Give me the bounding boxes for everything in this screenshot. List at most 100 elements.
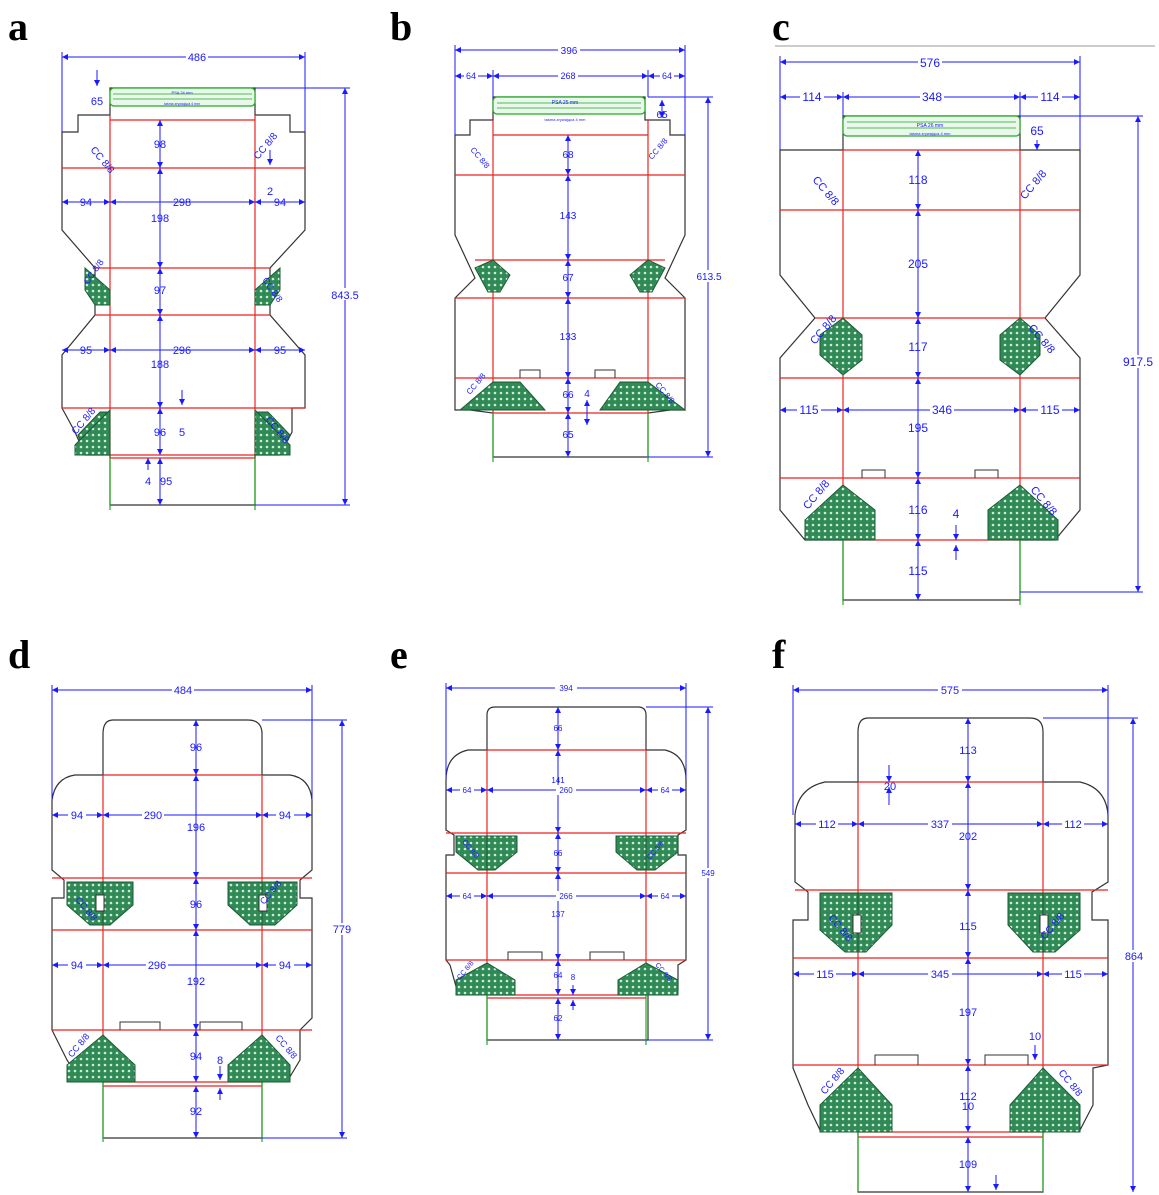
dim-d-5: 96 <box>190 899 202 911</box>
dim-width-e: 394 <box>559 684 573 693</box>
dim-e-0: 66 <box>554 724 563 733</box>
dim-width-d: 484 <box>174 685 192 697</box>
dieline-c: PSA 26 mm taśma zrywająca 4 mm CC 8/8 CC… <box>779 56 1156 605</box>
dim-c-9: 115 <box>1040 403 1059 417</box>
dim-c-8: 346 <box>932 403 952 417</box>
tape-label-a: taśma zrywająca 4 mm <box>164 102 200 106</box>
tape-label-c: taśma zrywająca 4 mm <box>910 131 952 136</box>
dim-height-b: 613.5 <box>696 272 721 283</box>
dim-b-3: 65 <box>656 110 668 121</box>
dim-b-4: 68 <box>562 150 574 161</box>
dim-d-7: 296 <box>148 960 166 972</box>
dim-c-0: 114 <box>802 90 821 104</box>
dim-a-6: 198 <box>151 213 169 225</box>
panel-label-e: e <box>390 632 408 677</box>
dim-b-7: 133 <box>560 332 577 343</box>
cc-label: CC 8/8 <box>88 145 117 176</box>
dim-width-f: 575 <box>941 685 959 697</box>
dim-a-15: 95 <box>160 476 172 488</box>
dim-a-10: 95 <box>274 345 286 357</box>
dim-b-9: 4 <box>584 389 590 400</box>
dim-d-6: 94 <box>71 960 83 972</box>
dim-c-11: 116 <box>908 503 927 517</box>
dim-e-11: 8 <box>571 973 576 982</box>
panel-label-c: c <box>772 4 790 49</box>
dim-b-5: 143 <box>560 211 577 222</box>
dim-d-8: 94 <box>279 960 291 972</box>
dim-a-3: 94 <box>80 197 92 209</box>
dim-d-9: 192 <box>187 976 205 988</box>
dim-width-a: 486 <box>188 52 206 64</box>
dim-d-1: 94 <box>71 810 83 822</box>
dim-a-13: 96 <box>154 427 166 439</box>
dim-b-8: 66 <box>562 390 574 401</box>
dim-f-2: 112 <box>818 819 836 831</box>
panel-label-a: a <box>8 4 28 49</box>
dim-a-0: 65 <box>91 96 103 108</box>
dim-a-4: 298 <box>173 197 191 209</box>
dieline-d: CC 8/8 CC 8/8 CC 8/8 CC 8/8 <box>51 684 354 1142</box>
dim-f-14: 109 <box>959 1159 977 1171</box>
dim-a-2: 2 <box>267 186 273 198</box>
psa-label-c: PSA 26 mm <box>917 123 943 129</box>
dim-f-0: 113 <box>959 745 977 757</box>
dim-c-6: 117 <box>908 340 927 354</box>
dieline-b: PSA 25 mm taśma zrywająca 4 mm CC 8/8 CC… <box>454 44 722 462</box>
cc-label: CC 8/8 <box>810 174 841 208</box>
dim-f-8: 345 <box>931 969 949 981</box>
psa-label-a: PSA 24 mm <box>171 90 193 95</box>
dim-d-12: 92 <box>190 1106 202 1118</box>
dim-c-4: 118 <box>908 173 927 187</box>
dim-f-12: 112 <box>959 1091 977 1103</box>
dim-a-1: 98 <box>154 139 166 151</box>
dim-e-1: 141 <box>551 776 565 785</box>
dim-a-11: 188 <box>151 359 169 371</box>
dim-height-e: 549 <box>701 869 715 878</box>
dim-height-c: 917.5 <box>1123 355 1153 369</box>
dim-d-10: 94 <box>190 1051 202 1063</box>
dim-e-2: 64 <box>463 786 472 795</box>
dim-b-6: 67 <box>562 273 574 284</box>
dim-a-7: 97 <box>154 285 166 297</box>
dim-e-12: 62 <box>554 1014 563 1023</box>
dim-c-13: 115 <box>908 564 927 578</box>
dim-b-0: 64 <box>466 71 476 81</box>
dim-f-6: 115 <box>959 921 977 933</box>
cc-label: CC 8/8 <box>1018 168 1049 202</box>
dim-d-3: 94 <box>279 810 291 822</box>
dim-e-9: 137 <box>551 910 565 919</box>
dim-d-0: 96 <box>190 742 202 754</box>
dim-b-2: 64 <box>662 71 672 81</box>
dim-c-10: 195 <box>908 421 928 435</box>
dim-f-5: 202 <box>959 831 977 843</box>
dim-c-7: 115 <box>799 403 818 417</box>
dim-f-7: 115 <box>816 969 834 981</box>
panel-label-f: f <box>772 632 786 677</box>
dim-e-7: 266 <box>559 892 573 901</box>
dim-c-3: 65 <box>1030 124 1044 138</box>
dim-a-8: 95 <box>80 345 92 357</box>
dieline-f: CC 8/8 CC 8/8 CC 8/8 CC 8/8 <box>792 684 1145 1193</box>
dim-f-1: 20 <box>884 781 896 793</box>
dim-c-12: 4 <box>953 507 960 521</box>
dim-a-14: 4 <box>145 476 151 488</box>
dim-e-3: 260 <box>559 786 573 795</box>
cc-label: CC 8/8 <box>647 136 670 161</box>
dim-f-9: 115 <box>1064 969 1082 981</box>
panel-label-d: d <box>8 632 30 677</box>
dim-e-6: 64 <box>463 892 472 901</box>
dim-a-5: 94 <box>274 197 286 209</box>
psa-label-b: PSA 25 mm <box>552 100 578 106</box>
cc-label: CC 8/8 <box>468 146 491 171</box>
dim-a-9: 296 <box>173 345 191 357</box>
dim-f-3: 337 <box>931 819 949 831</box>
cc-label: CC 8/8 <box>252 131 281 162</box>
dim-height-a: 843.5 <box>331 290 359 302</box>
dim-e-4: 64 <box>661 786 670 795</box>
tape-label-b: taśma zrywająca 4 mm <box>545 117 587 122</box>
dim-b-10: 65 <box>562 430 574 441</box>
dim-d-2: 290 <box>144 810 162 822</box>
dim-a-12: 5 <box>179 427 185 439</box>
dim-width-c: 576 <box>920 56 940 70</box>
